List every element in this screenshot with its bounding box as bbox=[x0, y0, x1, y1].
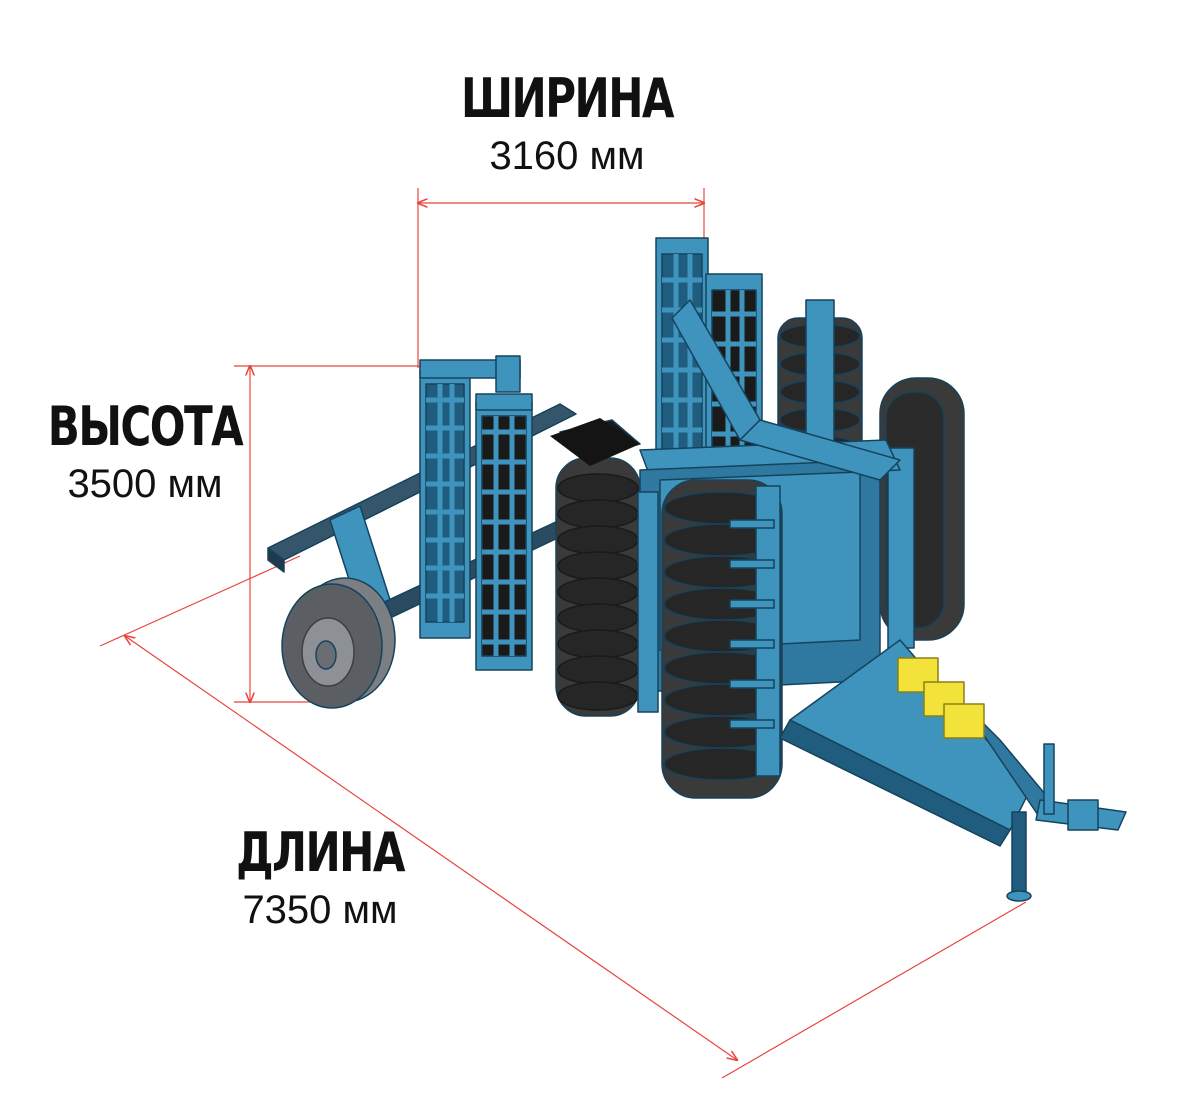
height-label: ВЫСОТА 3500 мм bbox=[0, 395, 290, 506]
disc-gang-far-right bbox=[879, 377, 965, 649]
length-extension-back bbox=[99, 555, 301, 647]
length-label: ДЛИНА 7350 мм bbox=[170, 821, 470, 932]
width-label: ШИРИНА 3160 мм bbox=[417, 67, 717, 178]
length-dimension-line bbox=[125, 636, 737, 1060]
rear-roller-right bbox=[475, 393, 533, 671]
height-value: 3500 мм bbox=[67, 462, 223, 506]
length-extension-front bbox=[721, 901, 1027, 1079]
drawbar bbox=[779, 639, 1127, 902]
dimension-lines bbox=[99, 188, 1027, 1079]
width-title: ШИРИНА bbox=[461, 67, 674, 130]
disc-gang-left bbox=[555, 419, 641, 717]
disc-gang-front bbox=[637, 479, 783, 799]
length-title: ДЛИНА bbox=[236, 821, 405, 884]
width-value: 3160 мм bbox=[489, 134, 645, 178]
length-value: 7350 мм bbox=[242, 888, 398, 932]
height-title: ВЫСОТА bbox=[47, 395, 244, 458]
machine bbox=[267, 237, 1127, 902]
hydraulic-blocks bbox=[897, 657, 985, 739]
rear-roller-left bbox=[419, 355, 521, 639]
disc-gang-cover-plate bbox=[550, 418, 640, 466]
transport-wheel bbox=[281, 577, 396, 709]
